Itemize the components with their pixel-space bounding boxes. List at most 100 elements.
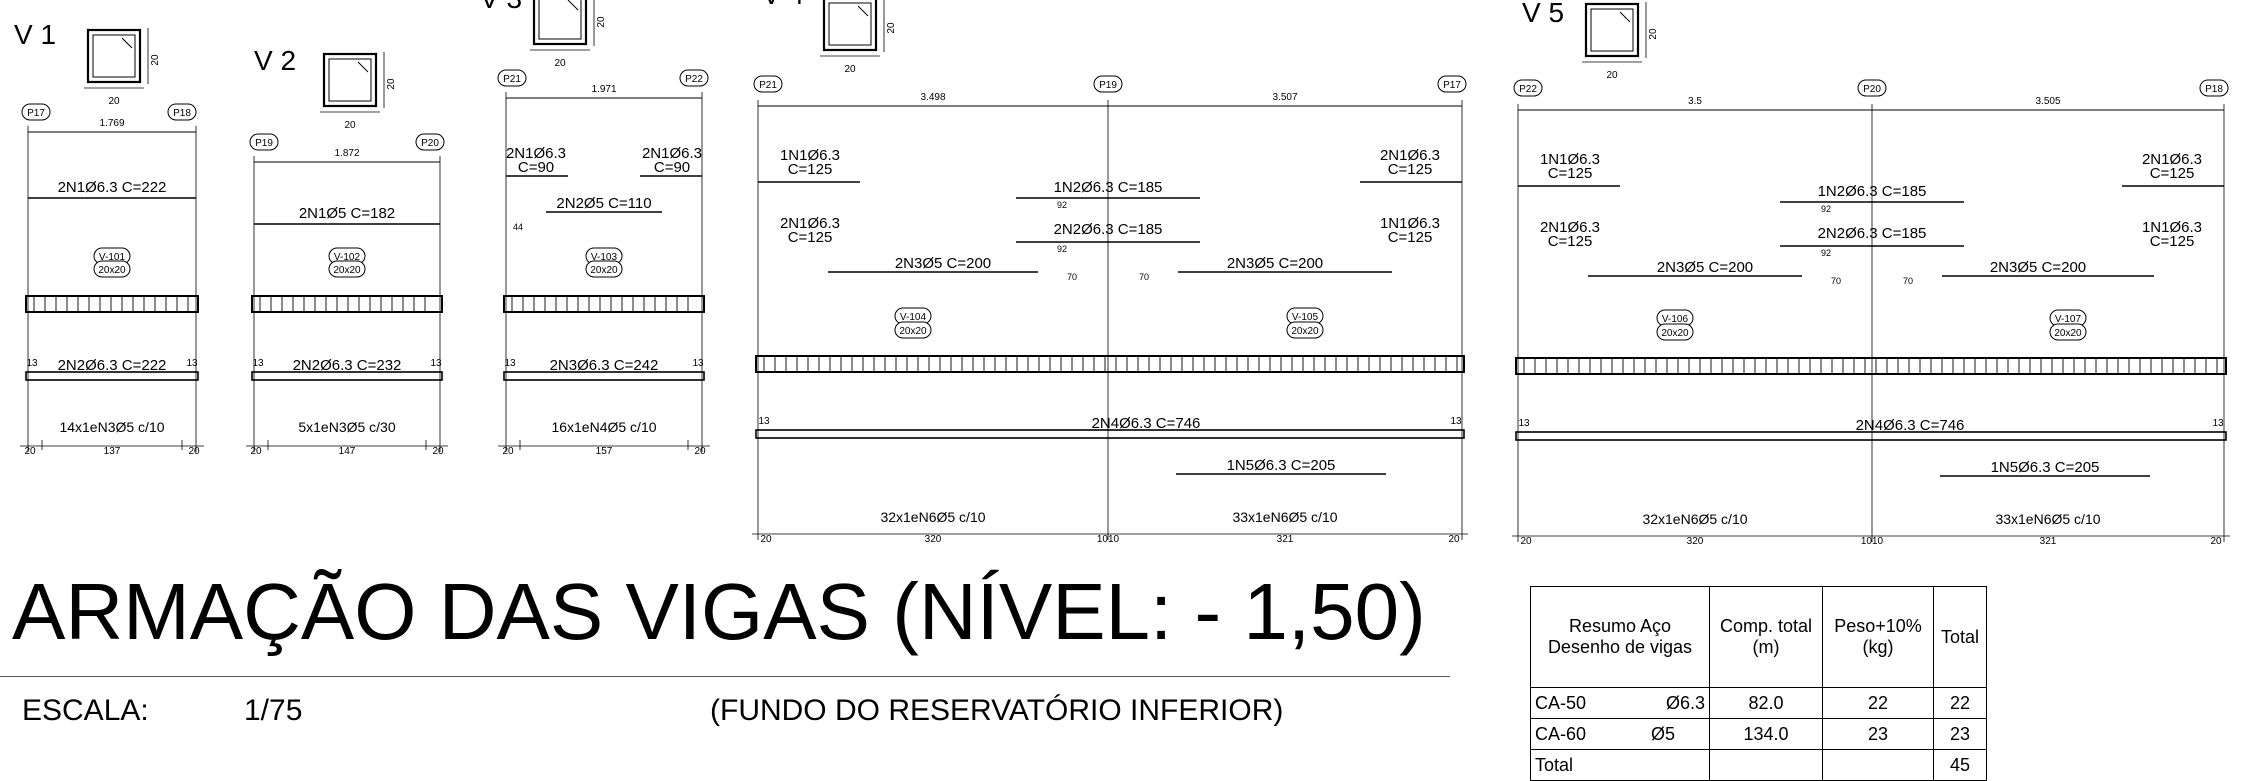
line [357,61,369,73]
top-bar-label: C=125 [2150,165,2195,182]
beam-id: V-104 [900,312,927,323]
section-outline [532,0,588,46]
dim-value: 20 [432,446,444,457]
steel-summary-table: Resumo Aço Desenho de vigas Comp. total … [1530,586,1987,781]
dim-value: 1010 [1861,536,1884,547]
beam-body [1515,357,2227,375]
beam-size: 20x20 [590,265,618,276]
dim-value: 20 [250,446,262,457]
dim-value: 20 [1520,536,1532,547]
bar-diameter: Ø5 [1650,723,1675,744]
beam-size: 20x20 [1291,326,1319,337]
beam-body [251,295,443,313]
top-bar-label: 2N1Ø6.3 [642,145,702,162]
beam-label: V 2 [254,45,296,76]
support-label: P22 [685,74,703,85]
beam-id: V-107 [2055,314,2082,325]
bottom-bar [251,371,443,381]
tag-outline [21,103,51,121]
steel-grade: CA-50 [1535,692,1587,713]
row-total: 22 [1933,687,1987,719]
top-bar-label: 2N3Ø5 C=200 [1657,259,1753,276]
dim-value: 20 [760,534,772,545]
beam-size: 20x20 [333,265,361,276]
support-label: P20 [421,138,439,149]
top-bar-label: 2N2Ø6.3 C=185 [1818,225,1927,242]
section-width: 20 [554,58,566,69]
top-bar-label: 2N2Ø6.3 C=185 [1054,221,1163,238]
extra-bar-label: 1N5Ø6.3 C=205 [1991,459,2100,476]
tag-outline [1857,79,1887,97]
beam-size: 20x20 [899,326,927,337]
beam-label: V 5 [1522,0,1564,28]
top-bar-label: 2N1Ø5 C=182 [299,205,395,222]
total-label: Total [1530,749,1710,781]
section-height: 20 [596,16,607,28]
section-outline [86,28,142,84]
top-bar-label: C=125 [1548,233,1593,250]
scale-label: ESCALA: [22,694,149,727]
dim-value: 137 [104,446,121,457]
dim-value: 321 [1277,534,1294,545]
anchor-length: 92 [1057,200,1067,210]
beam-id: V-101 [99,252,126,263]
hook-length: 13 [186,358,198,369]
tag-outline [1093,75,1123,93]
section-width: 20 [844,64,856,75]
top-bar-label: 1N2Ø6.3 C=185 [1818,183,1927,200]
beam-id: V-105 [1292,312,1319,323]
span-length: 3.507 [1272,92,1297,103]
support-label: P18 [173,108,191,119]
beam-body [755,355,1465,373]
dim-value: 20 [1448,534,1460,545]
section-outline [1584,2,1640,58]
beam-4: V 42020P21P19P173.4983.5071N1Ø6.3C=1252N… [752,0,1468,545]
tag-outline [497,69,527,87]
total-length: 134.0 [1709,718,1823,750]
tag-outline [585,260,623,278]
tag-outline [415,133,445,151]
dim-value: 320 [925,534,942,545]
beam-size: 20x20 [2054,328,2082,339]
beam-id: V-102 [334,252,361,263]
bottom-bar-label: 2N3Ø6.3 C=242 [550,357,659,374]
stirrup-label: 33x1eN6Ø5 c/10 [1232,509,1337,525]
section-height: 20 [886,22,897,34]
dim-value: 20 [502,446,514,457]
anchor-length: 70 [1903,276,1913,286]
hook-length: 13 [692,358,704,369]
top-bar-label: 2N1Ø6.3 [1540,219,1600,236]
tag-outline [1286,321,1324,339]
anchor-length: 92 [1821,204,1831,214]
tag-outline [249,133,279,151]
hook-length: 13 [430,358,442,369]
stirrup-label: 32x1eN6Ø5 c/10 [1642,511,1747,527]
tag-outline [93,260,131,278]
weight: 22 [1822,687,1934,719]
drawing-subtitle: (FUNDO DO RESERVATÓRIO INFERIOR) [710,694,1284,727]
top-bar-label: 2N1Ø6.3 [2142,151,2202,168]
stirrup-label: 33x1eN6Ø5 c/10 [1995,511,2100,527]
tag-outline [753,75,783,93]
support-label: P20 [1863,84,1881,95]
dim-value: 157 [596,446,613,457]
weight: 23 [1822,718,1934,750]
hook-length: 13 [26,358,38,369]
top-bar-label: C=125 [788,229,833,246]
support-label: P22 [1519,84,1537,95]
beam-body [25,295,199,313]
top-bar-label: 2N1Ø6.3 C=222 [58,179,167,196]
span-length: 3.498 [920,92,945,103]
top-bar-label: C=125 [788,161,833,178]
drawing-title: ARMAÇÃO DAS VIGAS (NÍVEL: - 1,50) [12,567,1426,656]
hook-length: 13 [758,416,770,427]
span-length: 1.971 [591,84,616,95]
beam-id: V-103 [591,252,618,263]
section-stirrup [92,34,136,78]
header-length: Comp. total (m) [1709,586,1823,688]
line [1619,11,1631,23]
beam-label: V 1 [14,19,56,50]
header-summary: Resumo Aço Desenho de vigas [1530,586,1710,688]
